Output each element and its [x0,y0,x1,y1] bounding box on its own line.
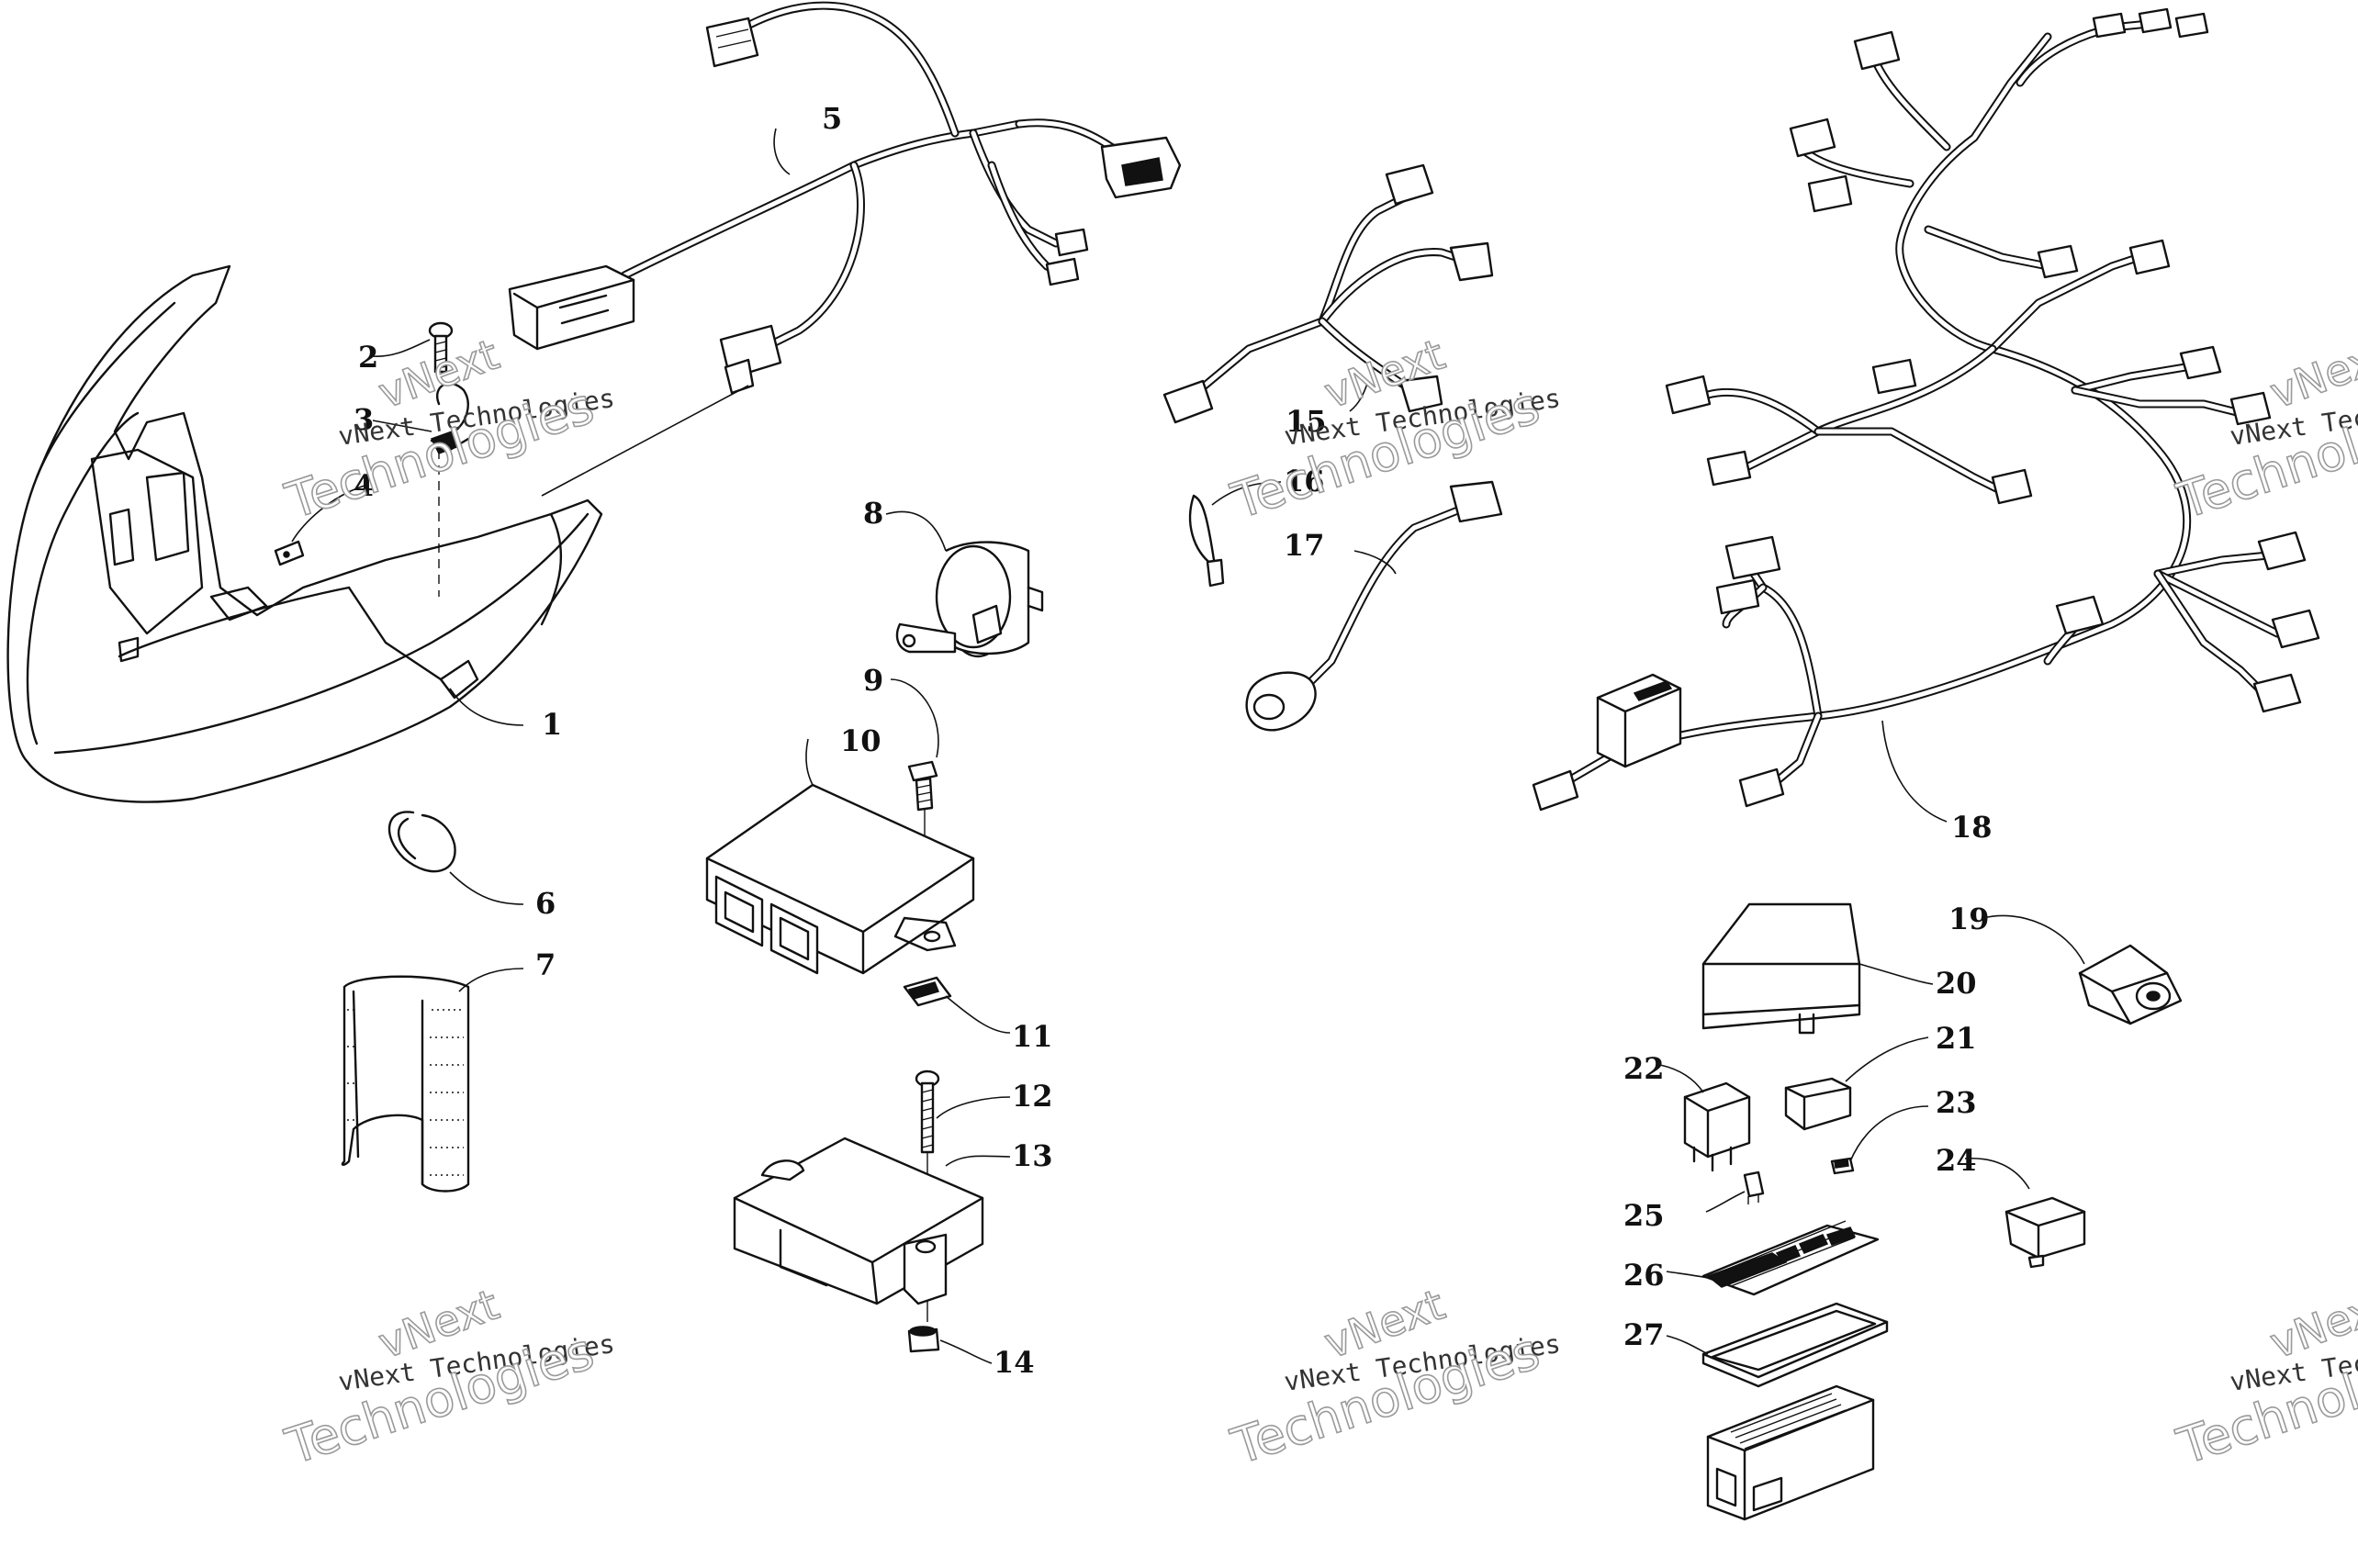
callout-2[interactable]: 2 [358,340,378,375]
callout-18[interactable]: 18 [1951,810,1993,845]
callout-19[interactable]: 19 [1948,902,1990,936]
connector-cap[interactable] [2004,1196,2086,1269]
callout-numbers: 1234567891011121314151617181920212223242… [354,101,1993,1380]
callout-13[interactable]: 13 [1012,1138,1053,1173]
callout-22[interactable]: 22 [1623,1051,1665,1086]
callout-24[interactable]: 24 [1936,1143,1977,1178]
callout-10[interactable]: 10 [840,723,881,758]
callout-11[interactable]: 11 [1012,1019,1053,1054]
headlight-housing[interactable] [6,264,603,803]
fuse-box-seal[interactable] [1701,1302,1889,1388]
callout-16[interactable]: 16 [1284,464,1325,498]
relay-21[interactable] [1784,1077,1852,1131]
lamp-harness[interactable] [1245,480,1503,732]
callout-26[interactable]: 26 [1623,1258,1665,1293]
cable-tie[interactable] [1188,494,1225,588]
fuse-box-cover[interactable] [1701,902,1861,1035]
screw[interactable] [428,321,454,374]
callout-7[interactable]: 7 [535,947,556,982]
speed-nut[interactable] [274,540,305,566]
callout-25[interactable]: 25 [1623,1198,1665,1233]
callout-4[interactable]: 4 [354,468,374,503]
mini-fuse[interactable] [1830,1157,1855,1175]
callout-9[interactable]: 9 [863,663,883,698]
module-13[interactable] [733,1137,984,1305]
callout-15[interactable]: 15 [1286,404,1327,439]
sleeve[interactable] [341,975,470,1193]
connector-19[interactable] [2078,944,2183,1025]
callout-1[interactable]: 1 [542,707,562,742]
callout-12[interactable]: 12 [1012,1079,1053,1114]
cable-clamp[interactable] [430,382,470,454]
sub-harness[interactable] [1162,163,1494,424]
headlight-harness[interactable] [508,1,1182,395]
callout-23[interactable]: 23 [1936,1085,1977,1120]
callout-6[interactable]: 6 [535,886,556,921]
bolt[interactable] [907,760,938,812]
relay-22[interactable] [1683,1081,1751,1172]
callout-5[interactable]: 5 [822,101,842,136]
callout-27[interactable]: 27 [1623,1317,1665,1352]
callout-20[interactable]: 20 [1936,966,1977,1001]
grommet[interactable] [907,1326,940,1353]
callout-21[interactable]: 21 [1936,1021,1977,1056]
fuse-label[interactable] [1701,1220,1880,1296]
band-clamp[interactable] [387,811,456,873]
fuse-block-base[interactable] [1706,1384,1875,1521]
callout-3[interactable]: 3 [354,402,374,437]
flasher-relay[interactable] [895,541,1044,658]
fuse-25[interactable] [1743,1170,1765,1204]
watermark-big: Technologies [279,376,601,530]
watermark: vNext vNext Technologies Technologies vN… [278,329,2358,1477]
clip-nut[interactable] [903,976,952,1007]
screw-12[interactable] [915,1070,940,1154]
main-wiring-harness[interactable] [1532,7,2320,812]
callout-14[interactable]: 14 [994,1345,1035,1380]
callout-17[interactable]: 17 [1284,528,1325,563]
control-module[interactable] [705,783,975,975]
callout-8[interactable]: 8 [863,496,883,531]
